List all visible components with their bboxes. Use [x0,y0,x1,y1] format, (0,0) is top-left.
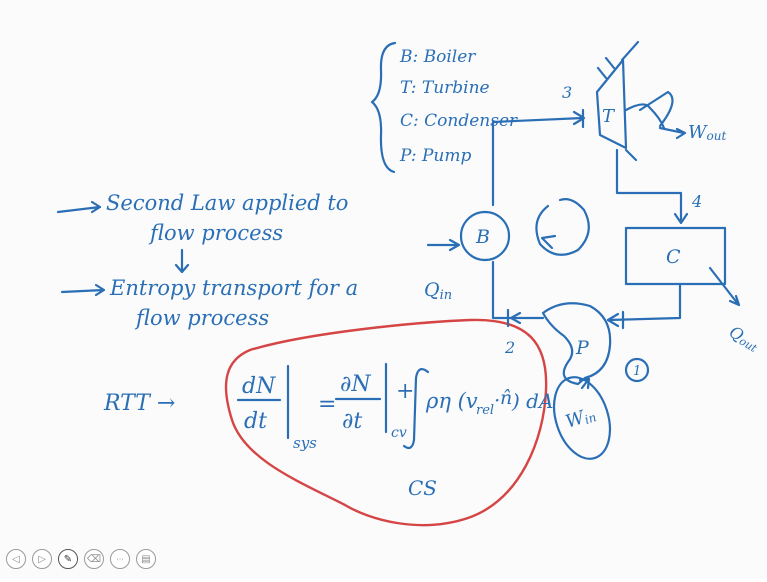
rankine-cycle-diagram: 3 T Wout 4 C Qout 1 2 P B Qi [424,40,764,460]
page-icon[interactable]: ▤ [136,549,156,569]
legend-brace [370,41,397,174]
svg-text:) dA: ) dA [511,389,553,413]
state-3-label: 3 [562,83,572,102]
eraser-icon[interactable]: ⌫ [84,549,104,569]
svg-text:·: · [494,388,500,412]
svg-text:CS: CS [408,476,437,500]
cycle-direction-arrow [535,198,590,256]
note2-line1: Entropy transport for a [109,276,358,300]
svg-text:∂N: ∂N [340,372,371,397]
svg-text:∂t: ∂t [342,409,362,434]
boiler-label: B [475,226,490,248]
svg-text:dt: dt [244,409,267,434]
svg-text:cv: cv [391,425,407,441]
svg-text:dN: dN [242,374,276,399]
state-2-label: 2 [504,338,515,357]
equation-highlight-loop [224,318,548,527]
legend-item-turbine: T: Turbine [400,78,490,98]
q-out-label: Qout [726,322,764,355]
pen-icon[interactable]: ✎ [58,549,78,569]
condenser-shape [624,226,727,286]
more-icon[interactable]: ··· [110,549,130,569]
w-in-loop [552,376,612,460]
q-in-label: Qin [424,279,452,303]
w-out-label: Wout [688,122,726,143]
note-arrow-2 [60,283,106,297]
rtt-label: RTT → [103,391,175,416]
legend-item-boiler: B: Boiler [399,47,476,67]
back-icon[interactable]: ◁ [6,549,26,569]
legend-item-condenser: C: Condenser [400,111,518,131]
turbine-shape [595,58,628,150]
svg-text:ρη (v: ρη (v [425,389,478,413]
state-1-label: 1 [633,364,641,379]
svg-text:rel: rel [476,403,494,418]
note-down-arrow [174,248,190,274]
w-in-label: Win [563,403,598,432]
presentation-toolbar: ◁ ▷ ✎ ⌫ ··· ▤ [6,549,156,571]
svg-text:+: + [396,379,414,404]
legend-item-pump: P: Pump [399,146,471,166]
pump-label: P [575,337,590,359]
pump-shape [541,302,612,386]
condenser-label: C [666,246,681,268]
svg-text:=: = [318,392,336,417]
note-arrow-1 [56,200,102,214]
boiler-shape [459,210,511,262]
state-1-marker [624,357,650,383]
forward-icon[interactable]: ▷ [32,549,52,569]
note1-line2: flow process [148,221,283,245]
svg-text:n̂: n̂ [500,387,512,409]
turbine-label: T [602,106,616,127]
svg-text:sys: sys [293,434,317,452]
state-4-label: 4 [691,192,702,211]
note2-line2: flow process [134,306,269,330]
note1-line1: Second Law applied to [106,191,348,215]
rtt-equation: dN dt sys = ∂N ∂t cv + ρη (v rel · n̂ ) … [236,362,553,500]
